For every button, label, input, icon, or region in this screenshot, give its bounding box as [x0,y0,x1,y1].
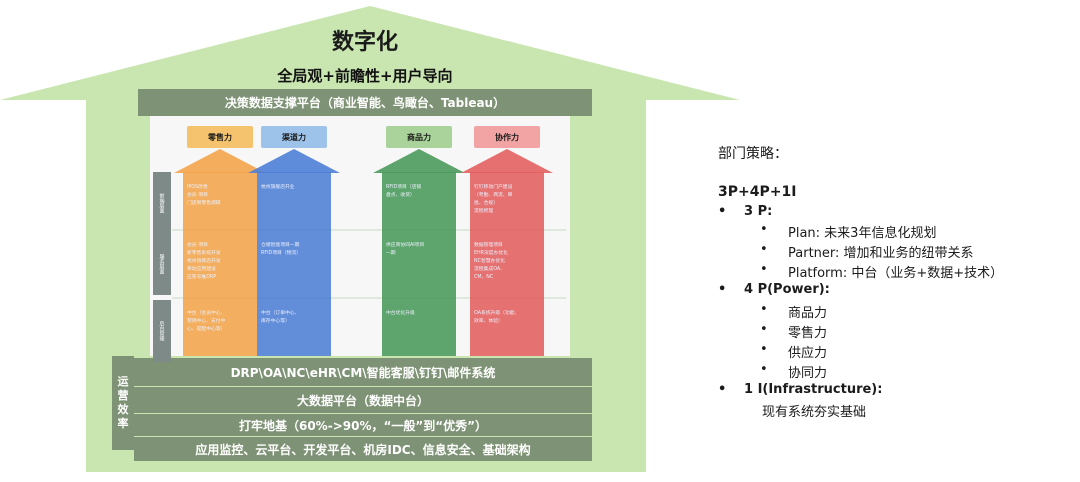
cell-item: IPOS改善 [187,185,208,190]
foundation-bar: 打牢地基（60%->90%，“一般”到“优秀”） [134,414,592,437]
cell-item: 中台（会员中心、 [187,311,226,316]
capability-cell: 中台优化升级 [382,310,456,318]
column-body: 杭州旗舰店开业仓储智能项目一期 RFID项目（物流） 中台（订单中心、库存中心等） [257,172,331,356]
sub-bullet: • [760,302,768,317]
capability-cell: 供应商协同AI项目一期 [382,242,456,258]
i1-label: 1 I(Infrastructure): [744,382,883,397]
ops-char: 运 [117,375,129,388]
capability-cell: 钉钉移动门户建设 （考勤、商流、审批、合规） 流程梳理 [470,184,544,216]
sub-bullet: • [760,262,768,277]
column-body: RFID项目（店铺盘点、收货） 供应商协同AI项目一期中台优化升级 [382,172,456,356]
cell-item: RFID项目（物流） [261,251,301,256]
column-arrow [373,149,465,173]
cell-item: EHR深度办优化 [474,251,508,256]
cell-item: 流程梳理 [474,209,494,214]
cell-item: RFID项目（店铺 [386,185,422,190]
strategy-formula: 3P+4P+1I [718,184,797,200]
strategy-item: Plan: 未来3年信息化规划 [788,226,937,241]
bigdata-bar: 大数据平台（数据中台） [134,387,592,414]
cell-item: 营销中心、支付中 [187,319,226,324]
capability-cell: OA系统升级（功能、效率、体验） [470,310,544,326]
cell-item: 会员-项目 [187,243,208,248]
column-arrow [461,149,553,173]
cell-item: 心、提配中心等） [187,327,226,332]
cell-item: NC智慧办优化 [474,259,505,264]
column-body: IPOS改善会员-项目门店新零售调研会员-项目新零售系统开发杭州指挥店开发移动应… [183,172,257,356]
cell-item: 盘点、收货） [386,193,415,198]
cell-item: CM、NC [474,275,494,280]
cell-item: 新零售系统开发 [187,251,221,256]
sub-bullet: • [760,362,768,377]
cell-item: OA系统升级（功能、 [474,311,520,316]
capability-cell: 中台（订单中心、库存中心等） [257,310,331,326]
row-label: 后台管理 [153,300,171,362]
cell-item: 门店新零售调研 [187,201,221,206]
row-label: 前端层面 [153,172,171,234]
row-divider [172,297,566,299]
cell-item: 数据管理项目 [474,243,503,248]
cell-item: 一期 [386,251,396,256]
ops-char: 率 [117,417,129,430]
ops-char: 效 [117,403,129,416]
bullet: • [718,204,727,219]
p4-label: 4 P(Power): [744,282,830,297]
cell-item: 杭州旗舰店开业 [261,185,295,190]
house-title: 数字化 [331,30,398,55]
sub-bullet: • [760,322,768,337]
column-header: 协作力 [474,126,540,148]
bullet: • [718,382,727,397]
sub-bullet: • [760,342,768,357]
cell-item: 供应商协同AI项目 [386,243,425,248]
cell-item: （考勤、商流、审 [474,193,513,198]
decision-platform-bar: 决策数据支撑平台（商业智能、鸟瞰台、Tableau） [138,89,592,117]
capability-cell: RFID项目（店铺盘点、收货） [382,184,456,200]
cell-item: 钉钉移动门户建设 [474,185,513,190]
i1-text: 现有系统夯实基础 [762,405,867,420]
row-label: 服务层面 [153,233,171,295]
cell-item: 应管号推DRP [187,275,217,280]
row-divider [172,229,566,231]
ops-efficiency-label: 运 营 效 率 [112,356,134,450]
column-arrow [174,149,266,173]
cell-item: 库存中心等） [261,319,290,324]
capability-cell: 杭州旗舰店开业 [257,184,331,192]
strategy-heading: 部门策略： [718,146,788,162]
column-header: 渠道力 [261,126,327,148]
cell-item: 批、合规） [474,201,498,206]
bullet: • [718,282,727,297]
strategy-item: Platform: 中台（业务+数据+技术） [788,266,1004,281]
capability-cell: IPOS改善会员-项目门店新零售调研 [183,184,257,208]
cell-item: 中台优化升级 [386,311,415,316]
ops-char: 营 [117,389,129,402]
capability-cell: 会员-项目新零售系统开发杭州指挥店开发移动应用建设应管号推DRP [183,242,257,282]
strategy-item: Partner: 增加和业务的纽带关系 [788,246,974,261]
p3-label: 3 P: [744,204,773,219]
strategy-item: 供应力 [788,346,828,361]
column-header: 零售力 [187,126,253,148]
capability-cell: 仓储智能项目一期 RFID项目（物流） [257,242,331,258]
cell-item: 中台（订单中心、 [261,311,300,316]
house-subtitle: 全局观+前瞻性+用户导向 [277,67,453,85]
cell-item: 移动应用建设 [187,267,216,272]
cell-item: 仓储智能项目一期 [261,243,300,248]
column-header: 商品力 [386,126,452,148]
capability-cell: 数据管理项目 EHR深度办优化 NC智慧办优化流程集成OA、 CM、NC [470,242,544,282]
column-arrow [248,149,340,173]
sub-bullet: • [760,242,768,257]
strategy-item: 商品力 [788,306,828,321]
strategy-item: 零售力 [788,326,828,341]
systems-bar: DRP\OA\NC\eHR\CM\智能客服\钉钉\邮件系统 [134,358,592,387]
capability-cell: 中台（会员中心、营销中心、支付中心、提配中心等） [183,310,257,334]
cell-item: 流程集成OA、 [474,267,505,272]
cell-item: 效率、体验） [474,319,503,324]
infrastructure-bar: 应用监控、云平台、开发平台、机房IDC、信息安全、基础架构 [134,437,592,462]
strategy-item: 协同力 [788,366,828,381]
house-roof [0,6,740,100]
column-body: 钉钉移动门户建设 （考勤、商流、审批、合规） 流程梳理数据管理项目 EHR深度办优化 N… [470,172,544,356]
sub-bullet: • [760,222,768,237]
cell-item: 会员-项目 [187,193,208,198]
cell-item: 杭州指挥店开发 [187,259,221,264]
